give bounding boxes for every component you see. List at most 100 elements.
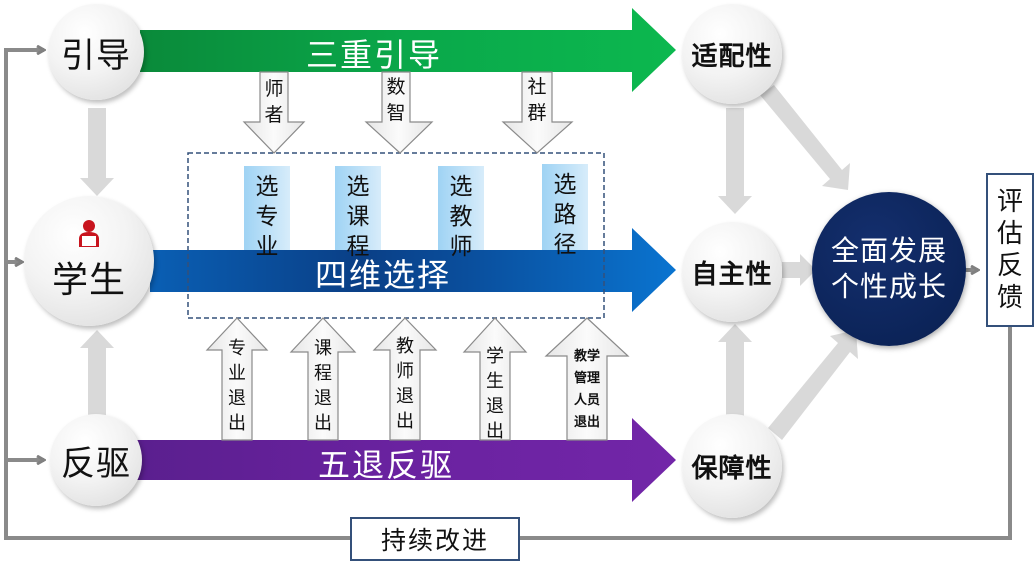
exit-char: 退 bbox=[486, 396, 504, 417]
node-student-label: 学生 bbox=[51, 260, 126, 301]
gray-flow-arrows bbox=[80, 85, 858, 440]
node-goal-line2: 个性成长 bbox=[830, 270, 947, 303]
hollow-arrow-up bbox=[372, 317, 438, 441]
arrow-guarantee-to-autonomy bbox=[718, 324, 752, 418]
choice-char: 选 bbox=[346, 174, 370, 200]
exit-line: 教学 bbox=[573, 349, 600, 364]
arrow-adapt-to-autonomy bbox=[718, 108, 752, 214]
guide-source-char: 群 bbox=[527, 102, 547, 124]
exit-char: 退 bbox=[396, 386, 414, 407]
arrow-refute-to-student bbox=[80, 330, 114, 418]
exit-char: 学 bbox=[486, 346, 504, 367]
arrow-guide-to-student bbox=[80, 108, 114, 196]
feedback-char: 反 bbox=[996, 251, 1023, 281]
hollow-arrow-up bbox=[205, 317, 269, 441]
choice-teacher: 选 教 师 bbox=[438, 166, 484, 260]
choice-bar-arrow bbox=[150, 228, 676, 312]
hollow-arrow-down bbox=[501, 71, 574, 154]
node-guide-label: 引导 bbox=[61, 35, 131, 76]
guide-source-char: 者 bbox=[264, 104, 284, 126]
guide-source-char: 社 bbox=[527, 76, 547, 98]
exit-char: 出 bbox=[396, 411, 414, 432]
continuous-improvement-box: 持续改进 bbox=[350, 517, 520, 561]
exit-arrows bbox=[205, 317, 630, 441]
choice-char: 业 bbox=[255, 234, 279, 260]
node-adaptability: 适配性 bbox=[682, 4, 782, 104]
node-goal-line1: 全面发展 bbox=[830, 234, 947, 267]
hollow-arrow-down bbox=[364, 71, 434, 154]
choice-char: 选 bbox=[255, 174, 279, 200]
evaluation-feedback-box: 评 估 反 馈 bbox=[986, 173, 1034, 327]
exit-char: 出 bbox=[228, 413, 246, 434]
choice-char: 路 bbox=[553, 202, 577, 228]
guide-source-char: 智 bbox=[386, 102, 406, 124]
node-guarantee-label: 保障性 bbox=[691, 453, 773, 484]
exit-char: 课 bbox=[314, 338, 332, 359]
guide-source-teacher: 师 者 bbox=[262, 76, 286, 128]
guide-source-arrows bbox=[242, 71, 574, 154]
hollow-arrow-up bbox=[462, 317, 528, 441]
exit-admin-staff: 教学 管理 人员 退出 bbox=[569, 346, 605, 434]
choice-char: 径 bbox=[553, 232, 577, 258]
node-refute: 反驱 bbox=[50, 414, 142, 506]
exit-char: 程 bbox=[314, 363, 332, 384]
choice-bar-label: 四维选择 bbox=[315, 256, 452, 294]
choice-course: 选 课 程 bbox=[335, 166, 381, 260]
node-autonomy-label: 自主性 bbox=[691, 259, 773, 290]
node-autonomy: 自主性 bbox=[682, 222, 782, 322]
choice-dashed-box bbox=[187, 152, 605, 319]
feedback-char: 评 bbox=[996, 187, 1023, 217]
exit-char: 教 bbox=[396, 336, 414, 357]
guide-bar-arrow bbox=[140, 8, 676, 92]
node-guide: 引导 bbox=[48, 4, 144, 100]
feedback-char: 估 bbox=[996, 219, 1023, 249]
exit-char: 退 bbox=[314, 388, 332, 409]
guide-bar-label: 三重引导 bbox=[306, 36, 443, 74]
guide-source-community: 社 群 bbox=[525, 74, 549, 126]
exit-char: 师 bbox=[396, 361, 414, 382]
exit-char: 出 bbox=[314, 413, 332, 434]
feedback-char: 馈 bbox=[996, 283, 1023, 313]
choice-major: 选 专 业 bbox=[244, 166, 290, 260]
exit-major: 专 业 退 出 bbox=[224, 336, 250, 436]
continuous-improvement-label: 持续改进 bbox=[380, 526, 489, 555]
node-goal: 全面发展 个性成长 bbox=[812, 192, 966, 346]
node-adaptability-label: 适配性 bbox=[691, 41, 773, 72]
exit-char: 生 bbox=[486, 371, 504, 392]
choice-char: 师 bbox=[449, 234, 473, 260]
choice-char: 程 bbox=[346, 234, 370, 260]
choice-char: 专 bbox=[255, 204, 279, 230]
hollow-arrow-up bbox=[289, 317, 357, 441]
arrow-guarantee-to-goal bbox=[768, 330, 858, 440]
node-refute-label: 反驱 bbox=[61, 443, 131, 484]
exit-line: 退出 bbox=[573, 415, 600, 430]
node-student: 学生 bbox=[24, 196, 154, 326]
hollow-arrow-up bbox=[544, 317, 630, 441]
exit-course: 课 程 退 出 bbox=[310, 336, 336, 436]
exit-student: 学 生 退 出 bbox=[482, 344, 508, 440]
exit-line: 管理 bbox=[573, 371, 600, 386]
exit-line: 人员 bbox=[573, 393, 600, 408]
person-at-laptop-icon bbox=[79, 220, 99, 247]
arrow-autonomy-to-goal bbox=[782, 254, 816, 286]
arrow-adapt-to-goal bbox=[760, 85, 850, 190]
choice-char: 教 bbox=[449, 204, 473, 230]
choice-char: 选 bbox=[449, 174, 473, 200]
exit-bar-arrow bbox=[130, 418, 676, 502]
exit-char: 专 bbox=[228, 338, 246, 359]
choice-char: 课 bbox=[346, 204, 370, 230]
feedback-loop-connector bbox=[4, 50, 1012, 540]
guide-source-char: 数 bbox=[386, 76, 406, 98]
guide-source-digital: 数 智 bbox=[384, 74, 408, 126]
exit-char: 出 bbox=[486, 421, 504, 440]
node-guarantee: 保障性 bbox=[682, 414, 782, 518]
hollow-arrow-down bbox=[242, 71, 306, 154]
exit-char: 退 bbox=[228, 388, 246, 409]
choice-char: 选 bbox=[553, 172, 577, 198]
exit-bar-label: 五退反驱 bbox=[318, 446, 455, 484]
exit-teacher: 教 师 退 出 bbox=[392, 334, 418, 434]
guide-source-char: 师 bbox=[264, 78, 284, 100]
choice-path: 选 路 径 bbox=[542, 164, 588, 258]
exit-char: 业 bbox=[228, 363, 246, 384]
